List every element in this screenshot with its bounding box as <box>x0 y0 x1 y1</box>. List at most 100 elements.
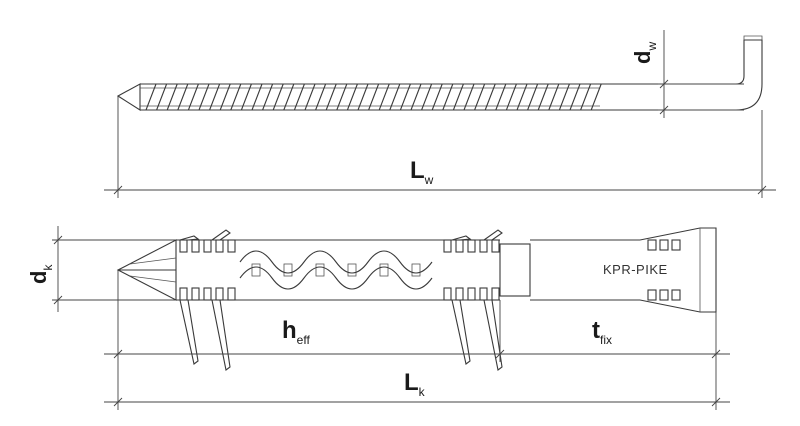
thread-stroke <box>368 83 380 111</box>
dw-dimension <box>658 30 744 118</box>
brand-text: KPR-PIKE <box>603 262 668 277</box>
thread-stroke <box>251 83 263 111</box>
sleeve-rib <box>203 287 212 301</box>
sleeve-rib <box>215 287 224 301</box>
lk-label: Lk <box>404 369 426 399</box>
thread-stroke <box>527 83 539 111</box>
sleeve-rib <box>491 239 500 253</box>
dw-label: dw <box>630 42 659 64</box>
expansion-wave-bottom <box>239 266 433 290</box>
thread-stroke <box>590 83 602 111</box>
sleeve-rib <box>467 239 476 253</box>
shaft-grip <box>647 239 657 251</box>
thread-stroke <box>177 83 189 111</box>
sleeve-groove <box>411 263 421 277</box>
sleeve-rib <box>467 287 476 301</box>
sleeve-barb <box>451 235 472 241</box>
sleeve-rib <box>479 239 488 253</box>
screw-hook <box>600 39 763 111</box>
sleeve-barb <box>483 299 503 371</box>
thread-stroke <box>548 83 560 111</box>
thread-stroke <box>516 83 528 111</box>
thread-stroke <box>325 83 337 111</box>
sleeve-rib <box>191 287 200 301</box>
sleeve-barb <box>211 229 231 241</box>
thread-stroke <box>198 83 210 111</box>
thread-stroke <box>537 83 549 111</box>
sleeve-groove <box>251 263 261 277</box>
sleeve-groove <box>315 263 325 277</box>
thread-stroke <box>187 83 199 111</box>
lw-dimension <box>104 96 776 198</box>
sleeve-rib <box>455 239 464 253</box>
sleeve-groove <box>379 263 389 277</box>
thread-stroke <box>558 83 570 111</box>
sleeve-rib <box>179 239 188 253</box>
thread-stroke <box>336 83 348 111</box>
sleeve-rib <box>443 239 452 253</box>
heff-tfix-dimension <box>104 270 730 410</box>
sleeve-rib <box>215 239 224 253</box>
thread-stroke <box>315 83 327 111</box>
sleeve-rib <box>479 287 488 301</box>
sleeve-rib <box>491 287 500 301</box>
thread-stroke <box>219 83 231 111</box>
sleeve-rib <box>191 239 200 253</box>
thread-stroke <box>156 83 168 111</box>
lw-label: Lw <box>410 157 434 187</box>
thread-stroke <box>474 83 486 111</box>
expansion-wave-top <box>239 250 433 274</box>
heff-label: heff <box>282 317 310 347</box>
sleeve-rib <box>203 239 212 253</box>
thread-stroke <box>346 83 358 111</box>
thread-stroke <box>378 83 390 111</box>
sleeve-ribs <box>179 229 503 371</box>
thread-stroke <box>240 83 252 111</box>
sleeve-rib <box>443 287 452 301</box>
thread-stroke <box>463 83 475 111</box>
sleeve-barb <box>211 299 231 371</box>
screw-tip <box>116 83 141 112</box>
thread-stroke <box>283 83 295 111</box>
screw-threads <box>145 83 602 111</box>
thread-stroke <box>569 83 581 111</box>
shaft-grip <box>671 239 681 251</box>
thread-stroke <box>293 83 305 111</box>
sleeve-groove <box>283 263 293 277</box>
thread-stroke <box>442 83 454 111</box>
shaft-grip <box>671 289 681 301</box>
thread-stroke <box>431 83 443 111</box>
sleeve-rib <box>455 287 464 301</box>
shaft-grips <box>647 239 681 301</box>
anchor-shaft <box>530 239 640 301</box>
dk-dimension <box>52 226 176 312</box>
sleeve-groove <box>347 263 357 277</box>
tfix-label: tfix <box>592 317 612 347</box>
sleeve-barb <box>451 299 471 365</box>
hook-screw <box>116 35 763 112</box>
thread-stroke <box>389 83 401 111</box>
thread-stroke <box>262 83 274 111</box>
thread-stroke <box>410 83 422 111</box>
thread-stroke <box>166 83 178 111</box>
thread-stroke <box>495 83 507 111</box>
thread-stroke <box>452 83 464 111</box>
sleeve-rib <box>227 239 236 253</box>
thread-stroke <box>421 83 433 111</box>
sleeve-rib <box>227 287 236 301</box>
thread-stroke <box>399 83 411 111</box>
shaft-grip <box>659 289 669 301</box>
anchor-collar <box>499 243 531 297</box>
anchor-head <box>639 227 717 313</box>
sleeve-barb <box>179 235 200 241</box>
thread-stroke <box>230 83 242 111</box>
dk-label: dk <box>26 264 55 284</box>
sleeve-barb <box>483 229 503 241</box>
thread-stroke <box>505 83 517 111</box>
thread-stroke <box>272 83 284 111</box>
lk-dimension <box>104 397 730 407</box>
shaft-grip <box>659 239 669 251</box>
sleeve-barb <box>179 299 199 365</box>
thread-stroke <box>357 83 369 111</box>
thread-stroke <box>209 83 221 111</box>
